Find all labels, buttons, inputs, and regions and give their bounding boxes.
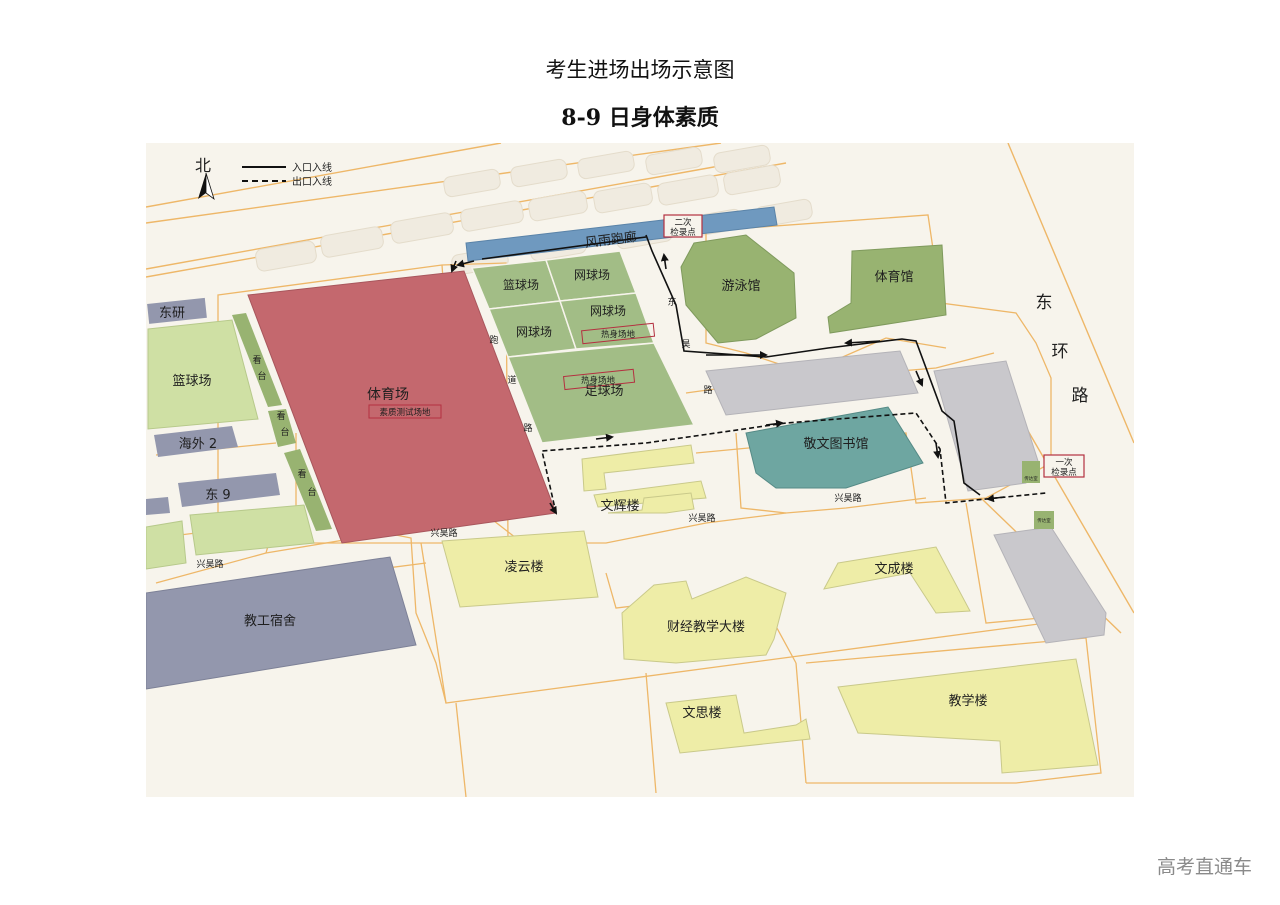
haiwai2-label: 海外 2 <box>179 437 217 452</box>
football-field <box>506 342 696 444</box>
small-building-west <box>146 497 170 515</box>
basketball-west <box>147 319 259 430</box>
checkpoint2-box <box>663 214 703 238</box>
lingyun-building: 凌云楼 <box>441 530 599 608</box>
gymnasium: 体育馆 <box>827 244 947 334</box>
north-label: 北 <box>195 156 211 175</box>
warmup2-label: 热身场地 <box>581 375 616 386</box>
rain-corridor: 风雨跑廊 二次 检录点 <box>465 206 778 262</box>
stadium-test-area-label: 素质测试场地 <box>379 407 431 418</box>
svg-text:东: 东 <box>1036 293 1053 313</box>
wencheng-building: 文成楼 <box>823 546 971 614</box>
dong9-building <box>178 473 280 507</box>
teaching-building: 教学楼 <box>837 658 1099 774</box>
finance-building: 财经教学大楼 <box>621 576 787 664</box>
checkpoint2-line1: 二次 <box>674 217 692 228</box>
svg-text:检录点: 检录点 <box>1051 467 1077 478</box>
basketball-label: 篮球场 <box>503 277 539 292</box>
football-label: 足球场 <box>584 384 623 399</box>
svg-text:台: 台 <box>257 370 266 382</box>
sports-fields <box>470 250 696 444</box>
north-arrow: 北 <box>195 156 215 201</box>
svg-text:东: 东 <box>667 296 676 308</box>
entry-route <box>450 234 981 496</box>
svg-text:兴昊路: 兴昊路 <box>834 492 861 504</box>
warmup2-box <box>563 368 636 391</box>
road-labels: 兴昊路 兴昊路 兴昊路 兴昊路 跑 道 路 东 昊 路 <box>196 296 861 570</box>
wensi-label: 文思楼 <box>682 706 721 721</box>
warmup1-label: 热身场地 <box>601 329 636 340</box>
tennis2-label: 网球场 <box>516 325 552 339</box>
dong9-label: 东 9 <box>205 488 230 503</box>
svg-text:看: 看 <box>276 410 285 422</box>
staff-dorm-label: 教工宿舍 <box>244 613 296 629</box>
library: 敬文图书馆 <box>745 406 924 489</box>
tennis3-label: 网球场 <box>590 304 626 318</box>
east-ring-road-label: 东 环 路 <box>1036 293 1089 406</box>
checkpoint1: 一次 检录点 <box>1043 454 1085 478</box>
svg-text:路: 路 <box>523 422 532 434</box>
svg-text:路: 路 <box>1072 386 1089 406</box>
wensi-building: 文思楼 <box>665 694 811 754</box>
svg-text:兴昊路: 兴昊路 <box>430 527 457 539</box>
staff-dorm <box>146 556 417 690</box>
svg-text:传达室: 传达室 <box>1024 475 1038 482</box>
teaching-label: 教学楼 <box>948 693 987 709</box>
dongyan-building <box>147 297 207 324</box>
gray-building-center <box>705 350 919 416</box>
checkpoint2-line2: 检录点 <box>670 227 696 238</box>
svg-text:环: 环 <box>1052 342 1069 362</box>
library-label: 敬文图书馆 <box>803 436 868 452</box>
swimming-hall: 游泳馆 <box>680 234 797 344</box>
wenhui-building <box>581 444 707 514</box>
dongyan-label: 东研 <box>159 306 185 321</box>
svg-text:一次: 一次 <box>1055 457 1073 468</box>
field-south-west-2 <box>146 520 187 570</box>
svg-text:台: 台 <box>280 426 289 438</box>
west-area: 东研 篮球场 海外 2 东 9 教工宿舍 <box>146 297 417 690</box>
legend-entry: 入口入线 <box>292 161 332 174</box>
sports-field-labels: 篮球场 网球场 网球场 网球场 热身场地 热身场地 足球场 <box>503 268 656 399</box>
stand-labels: 看 台 看 台 看 台 <box>252 354 316 498</box>
page-subtitle: 8-9 日身体素质 <box>561 105 719 131</box>
guard-houses: 传达室 传达室 <box>1022 461 1054 529</box>
svg-text:道: 道 <box>507 374 516 386</box>
page-title: 考生进场出场示意图 <box>545 58 735 82</box>
svg-text:台: 台 <box>307 486 316 498</box>
svg-text:路: 路 <box>703 384 712 396</box>
corridor-label: 风雨跑廊 <box>584 229 638 251</box>
finance-label: 财经教学大楼 <box>667 619 745 635</box>
lingyun-label: 凌云楼 <box>504 560 543 575</box>
watermark: 高考直通车 <box>1156 856 1252 878</box>
field-south-west <box>189 504 315 556</box>
tennis1-label: 网球场 <box>574 268 610 282</box>
svg-text:兴昊路: 兴昊路 <box>688 512 715 524</box>
gym-label: 体育馆 <box>874 269 913 285</box>
stadium: 体育场 素质测试场地 <box>247 270 557 544</box>
map-legend: 入口入线 出口入线 <box>242 161 332 188</box>
svg-text:看: 看 <box>252 354 261 366</box>
svg-text:跑: 跑 <box>489 334 498 346</box>
stands <box>232 313 332 531</box>
svg-text:看: 看 <box>297 468 306 480</box>
svg-text:兴昊路: 兴昊路 <box>196 558 223 570</box>
warmup1-box <box>581 322 656 345</box>
svg-text:传达室: 传达室 <box>1037 517 1051 524</box>
exit-route <box>541 412 1047 515</box>
stadium-label: 体育场 <box>367 387 409 403</box>
wencheng-label: 文成楼 <box>874 562 913 577</box>
svg-text:昊: 昊 <box>681 339 690 350</box>
stadium-test-area-box <box>368 404 442 419</box>
swimming-label: 游泳馆 <box>721 279 760 294</box>
campus-map: 体育场 素质测试场地 篮球场 网球场 网球场 网球场 热身场地 热身场地 足球场… <box>146 143 1134 797</box>
haiwai2-building <box>154 426 238 457</box>
basketball-west-label: 篮球场 <box>172 374 211 389</box>
wenhui-label: 文辉楼 <box>600 499 639 514</box>
legend-exit: 出口入线 <box>292 175 332 188</box>
